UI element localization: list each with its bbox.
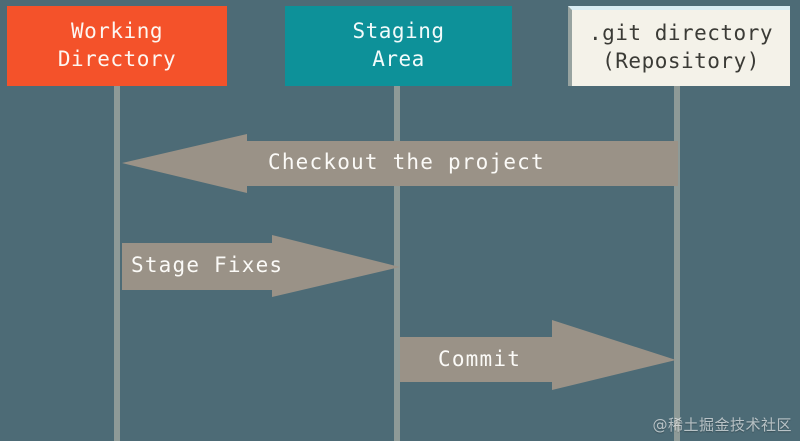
lifeline-git-directory [674, 86, 680, 441]
node-staging-area[interactable]: Staging Area [285, 6, 512, 86]
arrow-stage-fixes [122, 235, 400, 297]
arrow-label-commit: Commit [438, 347, 522, 371]
arrow-commit [400, 320, 676, 390]
node-working-directory-label-line1: Working [70, 19, 163, 44]
node-git-directory-label-line1: .git directory [588, 21, 773, 46]
node-staging-area-label-line2: Area [372, 47, 425, 71]
arrow-checkout [122, 134, 678, 193]
node-staging-area-label-line1: Staging [352, 19, 445, 44]
node-working-directory[interactable]: Working Directory [7, 6, 227, 86]
node-working-directory-label-line2: Directory [57, 47, 177, 71]
arrow-label-checkout: Checkout the project [268, 150, 545, 174]
node-git-directory[interactable]: .git directory (Repository) [568, 6, 790, 86]
watermark: @稀土掘金技术社区 [652, 416, 792, 434]
lifeline-working-directory [114, 86, 120, 441]
lifeline-staging-area [394, 86, 400, 441]
node-git-directory-label-line2: (Repository) [602, 49, 760, 73]
arrow-label-stage-fixes: Stage Fixes [131, 253, 284, 277]
